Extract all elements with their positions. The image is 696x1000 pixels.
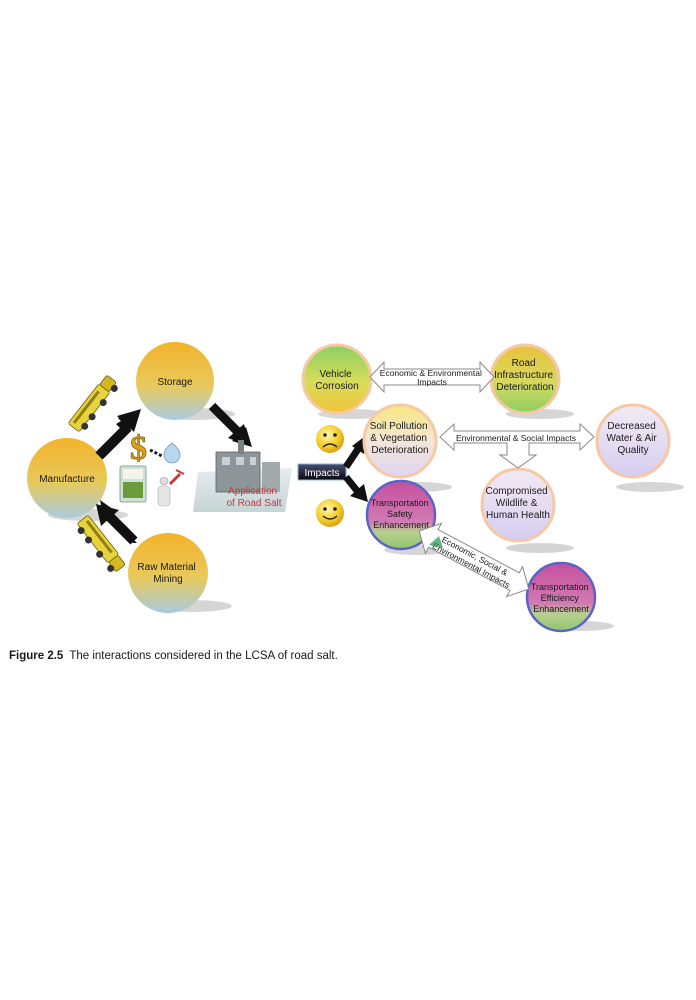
- decreased-water-air-node: [595, 403, 671, 479]
- storage-label: Storage: [157, 377, 192, 388]
- dollar-icon: $: [130, 430, 148, 468]
- truck-icon: [68, 375, 118, 432]
- vehicle-corrosion-node: [301, 343, 373, 415]
- lcsa-road-salt-diagram: Storage Manufacture Raw Material Mining …: [27, 342, 684, 633]
- efficiency-transportation-label: Transportation: [531, 582, 589, 592]
- road-label: Road: [512, 358, 536, 369]
- transportation-safety-node: [365, 479, 437, 551]
- figure-caption: Figure 2.5 The interactions considered in…: [9, 650, 689, 662]
- transportation-efficiency-node: [525, 561, 597, 633]
- sad-face-icon: [316, 425, 344, 453]
- application-label-line1: Application: [228, 486, 277, 497]
- truck-icon: [77, 515, 126, 572]
- impacts-box: [297, 463, 347, 481]
- soil-pollution-label: Soil Pollution: [370, 421, 428, 432]
- safety-transportation-label: Transportation: [371, 498, 429, 508]
- svg-text:$: $: [130, 430, 147, 467]
- svg-text:Manufacture: Manufacture: [39, 474, 95, 485]
- economic-environmental-label-line2: Impacts: [417, 377, 447, 387]
- mining-label: Mining: [153, 574, 182, 585]
- water-air-label: Water & Air: [607, 433, 658, 444]
- calculator-icon: [119, 465, 147, 503]
- deterioration-label: Deterioration: [496, 382, 553, 393]
- vehicle-label: Vehicle: [319, 369, 352, 380]
- factory-icon: [193, 440, 292, 512]
- infrastructure-label: Infrastructure: [494, 370, 553, 381]
- svg-text:Decreased Water & Air: Decreased Water & Air Quality: [607, 421, 660, 456]
- economic-environmental-arrow: [369, 360, 495, 394]
- soil-pollution-node: [362, 403, 438, 479]
- storage-node: [136, 342, 214, 420]
- svg-text:Application of Road Salt: Application of Road Salt: [226, 486, 281, 509]
- water-drop-icon: [149, 442, 181, 464]
- svg-text:Transportation Efficiency: Transportation Efficiency Enhancement: [531, 582, 591, 614]
- wildlife-label: Wildlife &: [496, 498, 538, 509]
- environmental-social-arrow: [439, 422, 595, 469]
- manufacture-node: [27, 438, 107, 518]
- svg-text:Economic & Environmental I: Economic & Environmental Impacts: [380, 368, 484, 387]
- person-icon: [157, 469, 185, 507]
- svg-text:Storage: Storage: [157, 377, 192, 388]
- environmental-social-label: Environmental & Social Impacts: [456, 433, 576, 443]
- svg-text:Transportation Safety: Transportation Safety Enhancement: [371, 498, 431, 530]
- economic-environmental-label-line1: Economic & Environmental: [380, 368, 482, 378]
- svg-text:Vehicle Corrosion: Vehicle Corrosion: [315, 369, 358, 392]
- quality-label: Quality: [617, 445, 648, 456]
- svg-text:Raw Material Mining: Raw Material Mining: [137, 562, 198, 585]
- manufacture-label: Manufacture: [39, 474, 95, 485]
- economic-social-environmental-arrow: [418, 522, 530, 598]
- svg-text:Compromised Wildlife &: Compromised Wildlife & Human Health: [485, 486, 550, 521]
- corrosion-label: Corrosion: [315, 381, 358, 392]
- svg-text:Soil Pollution & Vegetatio: Soil Pollution & Vegetation Deterioratio…: [370, 421, 431, 456]
- svg-text:Economic, Social & Envir: Economic, Social & Environmental Impacts: [431, 532, 517, 590]
- impacts-label: Impacts: [304, 468, 339, 479]
- svg-text:Road Infrastructure De: Road Infrastructure Deterioration: [494, 358, 556, 393]
- efficiency-enhancement-label: Enhancement: [533, 604, 589, 614]
- caption-text: The interactions considered in the LCSA …: [69, 650, 338, 662]
- application-label-line2: of Road Salt: [226, 498, 281, 509]
- caption-label: Figure 2.5: [9, 650, 64, 662]
- efficiency-label: Efficiency: [541, 593, 580, 603]
- compromised-label: Compromised: [485, 486, 547, 497]
- soil-deterioration-label: Deterioration: [371, 445, 428, 456]
- safety-enhancement-label: Enhancement: [373, 520, 429, 530]
- safety-label: Safety: [387, 509, 413, 519]
- human-health-label: Human Health: [486, 510, 550, 521]
- raw-material-label: Raw Material: [137, 562, 195, 573]
- compromised-wildlife-node: [480, 467, 556, 543]
- decreased-label: Decreased: [607, 421, 655, 432]
- vegetation-label: & Vegetation: [370, 433, 427, 444]
- happy-face-icon: [316, 499, 344, 527]
- raw-material-mining-node: [128, 533, 208, 613]
